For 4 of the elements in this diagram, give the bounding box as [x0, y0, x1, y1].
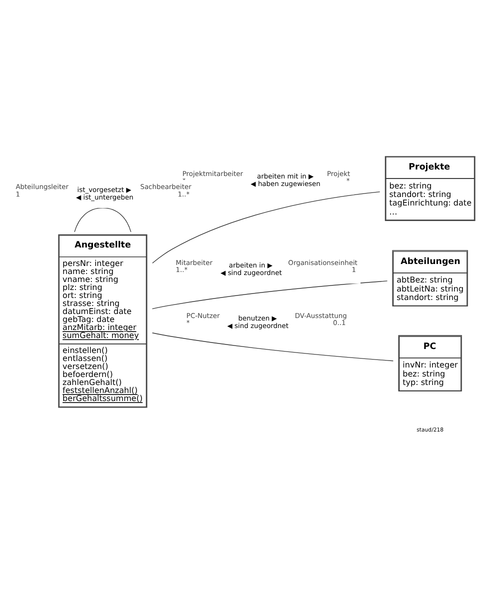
connector [151, 332, 394, 362]
connector [152, 192, 380, 264]
connector [151, 280, 388, 310]
connector [74, 208, 131, 232]
